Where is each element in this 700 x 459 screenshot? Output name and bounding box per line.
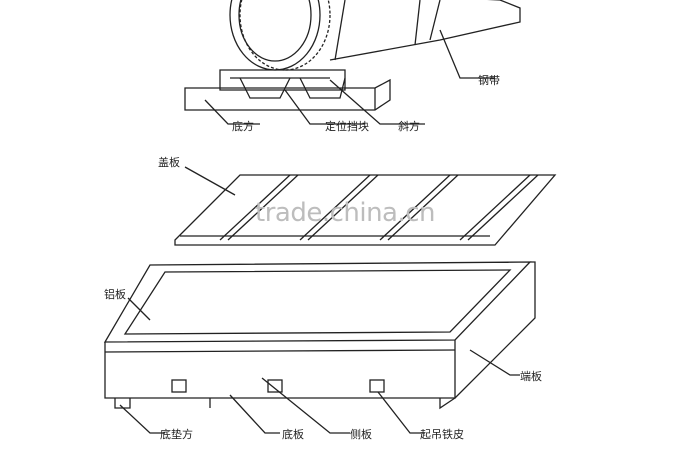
label-bottom-pad-beam: 底垫方 [160, 428, 193, 441]
label-lifting-iron-sheet: 起吊铁皮 [420, 428, 464, 441]
crate [103, 261, 536, 410]
label-positioning-block: 定位挡块 [325, 120, 369, 133]
label-slant-beam: 斜方 [398, 120, 420, 133]
label-end-board: 端板 [520, 370, 542, 383]
label-cover-board: 盖板 [158, 156, 180, 169]
coil-assembly [184, 0, 521, 111]
watermark: trade.china.cn [255, 198, 436, 228]
label-aluminum-plate: 铝板 [104, 288, 126, 301]
label-base-beam: 底方 [232, 120, 254, 133]
label-bottom-board: 底板 [282, 428, 304, 441]
cover-board [174, 174, 557, 246]
label-side-board: 侧板 [350, 428, 372, 441]
label-steel-strap: 钢带 [478, 74, 500, 87]
